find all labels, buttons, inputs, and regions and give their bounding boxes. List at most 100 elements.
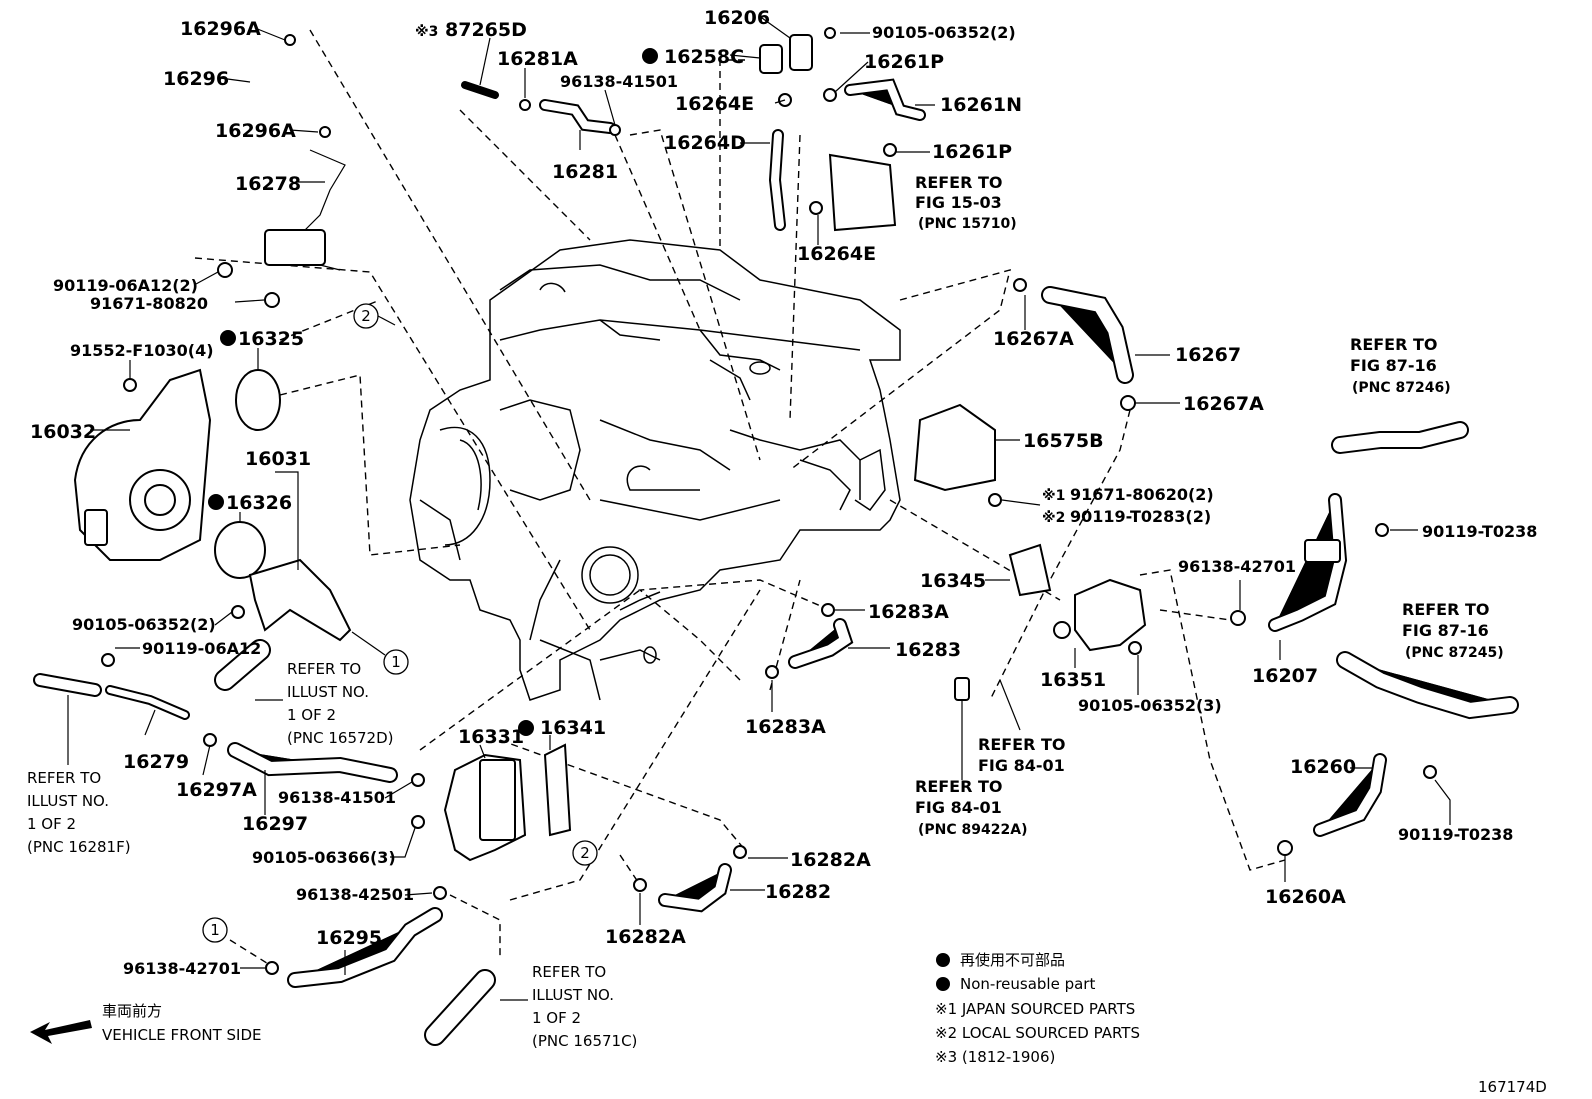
- label-16283A: 16283A: [868, 601, 949, 623]
- label-16575B: 16575B: [1023, 430, 1104, 452]
- circle-ref-1-b: [202, 917, 228, 943]
- engine-block: [409, 239, 901, 701]
- ref-text: REFER TO: [287, 660, 361, 678]
- label-16260: 16260: [1290, 756, 1356, 778]
- note-marker-3: ※3: [415, 24, 438, 40]
- label-91671-80820: 91671-80820: [90, 294, 208, 313]
- label-16351: 16351: [1040, 669, 1106, 691]
- circle-ref-2-b: [572, 840, 598, 866]
- label-16261N: 16261N: [940, 94, 1022, 116]
- figure-id: 167174D: [1478, 1078, 1547, 1096]
- ref-text: (PNC 16572D): [287, 729, 393, 747]
- label-16283A: 16283A: [745, 716, 826, 738]
- ref-text: REFER TO: [532, 963, 606, 981]
- label-16264D: 16264D: [664, 132, 746, 154]
- nonreusable-dot: [220, 330, 236, 346]
- ref-text: FIG 15-03: [915, 193, 1002, 212]
- label-16031: 16031: [245, 448, 311, 470]
- ref-text: 1 OF 2: [27, 815, 76, 833]
- label-96138-42701: 96138-42701: [1178, 557, 1296, 576]
- ref-text: FIG 84-01: [915, 798, 1002, 817]
- ref-text: FIG 87-16: [1350, 356, 1437, 375]
- legend-note-2: ※2 LOCAL SOURCED PARTS: [935, 1024, 1140, 1042]
- label-16260A: 16260A: [1265, 886, 1346, 908]
- vehicle-front-indicator: 車両前方 VEHICLE FRONT SIDE: [30, 1002, 262, 1044]
- leader-lines: [90, 17, 1451, 975]
- legend: 再使用不可部品 Non-reusable part ※1 JAPAN SOURC…: [935, 951, 1140, 1066]
- label-16264E: 16264E: [797, 243, 876, 265]
- label-16295: 16295: [316, 927, 382, 949]
- label-16267A: 16267A: [1183, 393, 1264, 415]
- ref-text: ILLUST NO.: [27, 792, 109, 810]
- note-marker-2: ※2: [1042, 510, 1065, 526]
- front-arrow-icon: [30, 1020, 92, 1044]
- legend-dot: [936, 953, 950, 967]
- label-91552-F1030: 91552-F1030(4): [70, 341, 214, 360]
- part-labels: 16296A 16296 16296A 16278 90119-06A12(2)…: [30, 7, 1537, 978]
- label-90105-06352: 90105-06352(2): [872, 23, 1016, 42]
- ref-text: REFER TO: [978, 735, 1066, 754]
- front-label-en: VEHICLE FRONT SIDE: [102, 1026, 262, 1044]
- ref-text: (PNC 89422A): [918, 822, 1027, 838]
- label-90119-T0238: 90119-T0238: [1422, 522, 1537, 541]
- refer-blocks: REFER TO FIG 15-03 (PNC 15710) REFER TO …: [27, 173, 1504, 1050]
- label-16281: 16281: [552, 161, 618, 183]
- label-16267: 16267: [1175, 344, 1241, 366]
- ref-text: ILLUST NO.: [287, 683, 369, 701]
- label-90105-06366: 90105-06366(3): [252, 848, 396, 867]
- legend-dot: [936, 977, 950, 991]
- circle-ref-2-b-num: 2: [580, 844, 590, 862]
- label-16282A: 16282A: [790, 849, 871, 871]
- label-16283: 16283: [895, 639, 961, 661]
- nonreusable-dot: [208, 494, 224, 510]
- ref-text: REFER TO: [1402, 600, 1490, 619]
- circle-refs: 2 1 2 1: [202, 303, 598, 943]
- label-96138-41501: 96138-41501: [278, 788, 396, 807]
- label-96138-42501: 96138-42501: [296, 885, 414, 904]
- label-87265D: 87265D: [445, 19, 527, 41]
- circle-ref-1-a-num: 1: [391, 653, 401, 671]
- label-16326: 16326: [226, 492, 292, 514]
- label-16296A: 16296A: [180, 18, 261, 40]
- ref-text: FIG 84-01: [978, 756, 1065, 775]
- label-16279: 16279: [123, 751, 189, 773]
- label-91671-80620: 91671-80620(2): [1070, 485, 1214, 504]
- legend-note-3: ※3 (1812-1906): [935, 1048, 1055, 1066]
- label-16282A: 16282A: [605, 926, 686, 948]
- ref-text: REFER TO: [915, 777, 1003, 796]
- label-16261P: 16261P: [864, 51, 944, 73]
- ref-text: (PNC 16281F): [27, 838, 131, 856]
- nonreusable-dot: [642, 48, 658, 64]
- label-16297A: 16297A: [176, 779, 257, 801]
- label-16282: 16282: [765, 881, 831, 903]
- part-shapes: [33, 27, 1519, 1046]
- label-16278: 16278: [235, 173, 301, 195]
- ref-text: REFER TO: [27, 769, 101, 787]
- label-16341: 16341: [540, 717, 606, 739]
- label-16267A: 16267A: [993, 328, 1074, 350]
- ref-text: REFER TO: [915, 173, 1003, 192]
- legend-nonreusable-jp: 再使用不可部品: [960, 951, 1065, 969]
- label-16345: 16345: [920, 570, 986, 592]
- label-16281A: 16281A: [497, 48, 578, 70]
- label-90119-06A12: 90119-06A12: [142, 639, 261, 658]
- label-90119-T0283: 90119-T0283(2): [1070, 507, 1211, 526]
- circle-ref-1-a: [383, 649, 409, 675]
- ref-text: (PNC 16571C): [532, 1032, 637, 1050]
- nonreusable-dot: [518, 720, 534, 736]
- ref-text: 1 OF 2: [532, 1009, 581, 1027]
- ref-text: (PNC 87246): [1352, 380, 1451, 396]
- ref-text: (PNC 15710): [918, 216, 1017, 232]
- label-16296: 16296: [163, 68, 229, 90]
- label-90105-06352: 90105-06352(3): [1078, 696, 1222, 715]
- ref-text: FIG 87-16: [1402, 621, 1489, 640]
- circle-ref-1-b-num: 1: [210, 921, 220, 939]
- note-marker-1: ※1: [1042, 488, 1065, 504]
- ref-text: ILLUST NO.: [532, 986, 614, 1004]
- label-16207: 16207: [1252, 665, 1318, 687]
- label-16258C: 16258C: [664, 46, 744, 68]
- label-16297: 16297: [242, 813, 308, 835]
- label-90119-T0238: 90119-T0238: [1398, 825, 1513, 844]
- label-16032: 16032: [30, 421, 96, 443]
